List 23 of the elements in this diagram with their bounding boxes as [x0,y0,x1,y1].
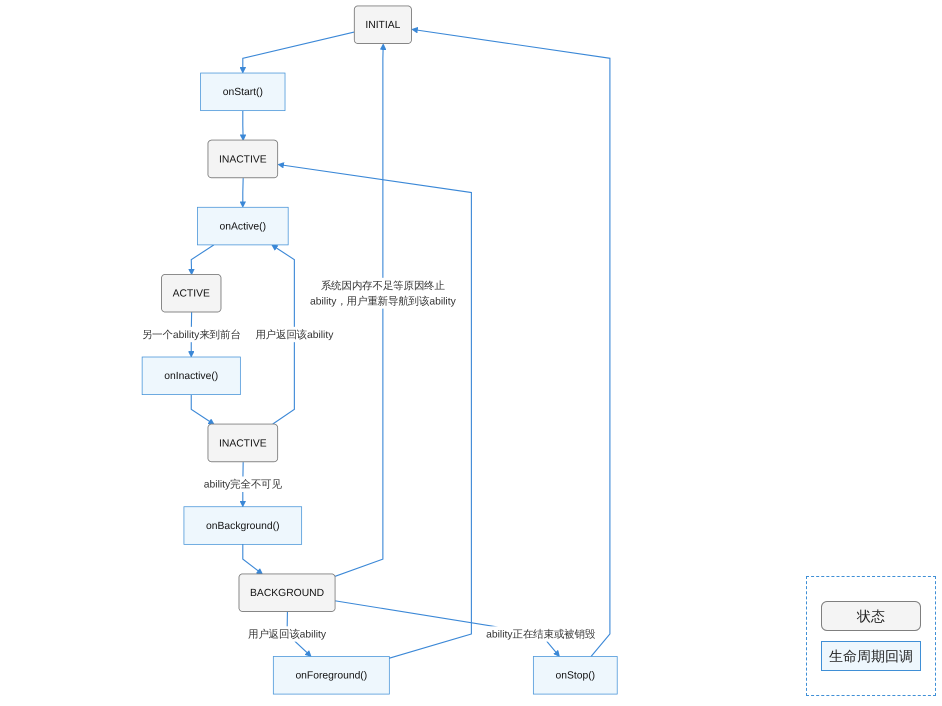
legend-label: 状态 [857,608,885,624]
edge-label: 用户返回该ability [256,328,334,340]
arrow [240,178,246,208]
node-box: onForeground() [273,656,390,694]
edge-label: 用户返回该ability [248,628,327,640]
node-box: onActive() [198,206,289,246]
edge-label: 系统因内存不足等原因终止ability，用户重新导航到该ability [310,279,456,306]
arrow [242,544,264,575]
arrow [335,44,387,577]
edge-label: 另一个ability来到前台 [142,328,242,340]
arrow [188,244,215,276]
node-box: onStart() [200,72,286,112]
arrow [191,394,215,425]
node-box: onStop() [533,656,618,694]
arrow [240,31,356,74]
node-box: onInactive() [142,356,242,395]
node-box: onBackground() [184,506,302,545]
arrow [272,244,296,425]
arrow [412,26,611,657]
edge-label: ability完全不可见 [204,478,282,490]
edge-label: ability正在结束或被销毁 [486,628,596,640]
legend-label: 生命周期回调 [829,648,913,664]
arrow [240,110,247,141]
